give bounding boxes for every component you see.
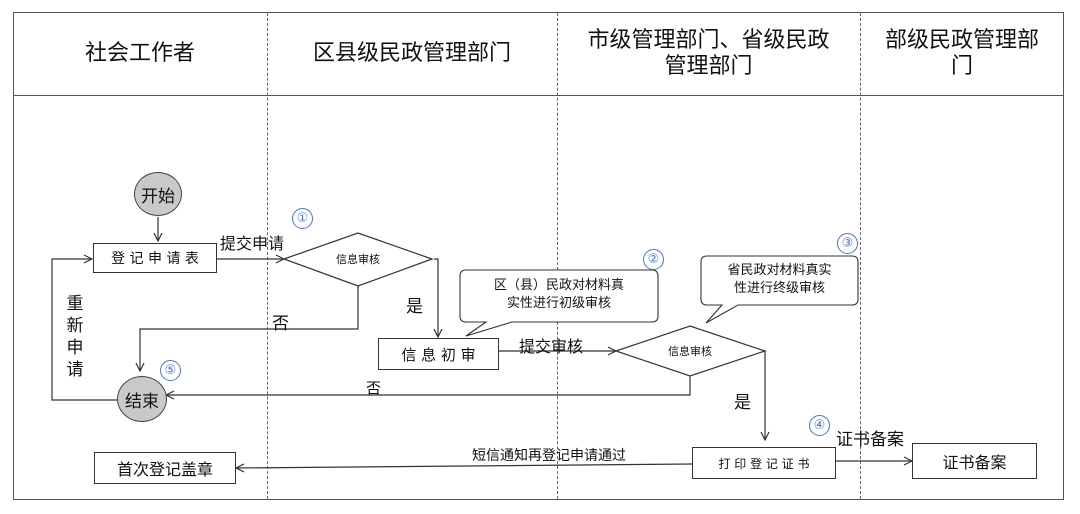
callout-province — [700, 255, 859, 324]
lane-title-line: 市级管理部门、省级民政 — [587, 27, 830, 53]
lane-title-city-province: 市级管理部门、省级民政 管理部门 — [557, 13, 860, 95]
initial-review-label: 信 息 初 审 — [401, 345, 476, 364]
cert-filing-box: 证书备案 — [912, 443, 1037, 479]
first-seal-label: 首次登记盖章 — [116, 460, 213, 479]
initial-review-box: 信 息 初 审 — [378, 338, 499, 370]
diamond-review2 — [614, 325, 767, 377]
review1-label: 信息审核 — [336, 253, 380, 266]
reapply-char: 请 — [66, 360, 84, 380]
edge-label-yes1: 是 — [406, 297, 423, 317]
callout-county-text: 区（县）民政对材料真 实性进行初级审核 — [462, 277, 656, 313]
lane-title-social-worker: 社会工作者 — [13, 13, 267, 95]
edge-label-sms-notice: 短信通知再登记申请通过 — [472, 448, 626, 464]
callout-line: 省民政对材料真实 — [727, 263, 832, 278]
lane-title-ministry: 部级民政管理部 门 — [860, 13, 1064, 95]
callout-province-text: 省民政对材料真实 性进行终级审核 — [703, 262, 856, 298]
first-seal-box: 首次登记盖章 — [94, 452, 236, 484]
cert-filing-label: 证书备案 — [942, 453, 1007, 472]
lane-separator — [860, 13, 861, 499]
step-number-2: ② — [643, 249, 664, 270]
header-divider — [13, 95, 1064, 96]
callout-line: 区（县）民政对材料真 — [493, 278, 624, 293]
step-number-1: ① — [292, 208, 313, 229]
start-node: 开始 — [134, 172, 182, 216]
lane-title-text: 区县级民政管理部门 — [312, 40, 511, 66]
edge-label-yes2: 是 — [734, 393, 751, 413]
callout-county — [459, 269, 659, 337]
apply-form-box: 登 记 申 请 表 — [93, 243, 217, 273]
edge-review1-no — [140, 286, 359, 371]
step-number-5: ⑤ — [160, 360, 181, 381]
callout-line: 性进行终级审核 — [733, 281, 825, 296]
edge-label-no2: 否 — [366, 379, 382, 397]
edge-label-cert-filing: 证书备案 — [836, 430, 904, 450]
callout-line: 实性进行初级审核 — [506, 296, 611, 311]
start-label: 开始 — [141, 186, 175, 207]
edge-reapply — [51, 259, 117, 401]
reapply-char: 新 — [66, 316, 84, 336]
end-label: 结束 — [125, 391, 159, 412]
apply-form-label: 登 记 申 请 表 — [111, 251, 199, 267]
edge-review2-no — [166, 376, 691, 395]
edge-label-submit-apply: 提交申请 — [220, 234, 285, 253]
lane-separator — [557, 13, 558, 499]
reapply-char: 重 — [66, 294, 84, 314]
step-number-3: ③ — [837, 233, 858, 254]
diamond-review1 — [282, 232, 434, 287]
swimlane-frame — [13, 12, 1064, 500]
edge-review1-yes — [434, 258, 438, 337]
edge-label-submit-review: 提交审核 — [519, 337, 584, 356]
reapply-char: 申 — [66, 338, 84, 358]
print-cert-box: 打 印 登 记 证 书 — [692, 447, 836, 479]
edge-label-reapply: 重 新 申 请 — [65, 293, 85, 381]
review2-label: 信息审核 — [668, 345, 712, 358]
lane-title-county: 区县级民政管理部门 — [267, 13, 557, 95]
edge-print-to-seal — [236, 464, 693, 468]
print-cert-label: 打 印 登 记 证 书 — [718, 456, 810, 471]
end-node: 结束 — [117, 376, 167, 422]
lane-title-line: 管理部门 — [664, 54, 753, 79]
edge-label-no1: 否 — [272, 314, 289, 334]
lane-separator — [267, 13, 268, 499]
step-number-4: ④ — [809, 415, 830, 436]
lane-title-line: 门 — [950, 54, 973, 79]
lane-title-line: 部级民政管理部 — [884, 27, 1039, 53]
lane-title-text: 社会工作者 — [84, 40, 195, 66]
